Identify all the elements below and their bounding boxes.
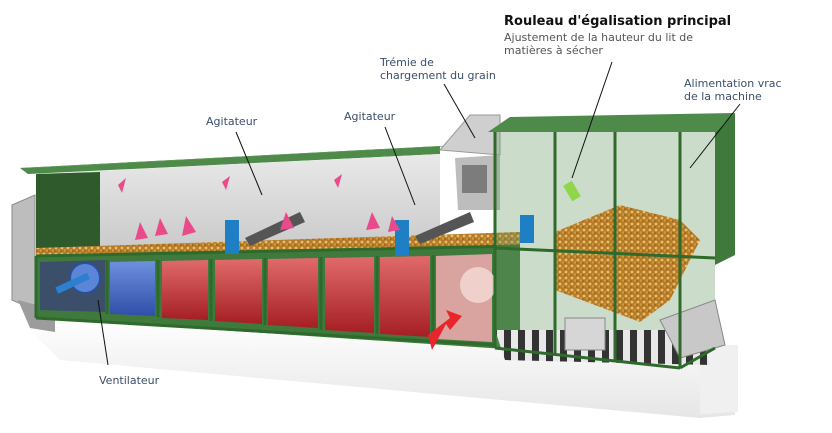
label-bulk-feed-1: Alimentation vrac [684,77,782,90]
label-hopper-1: Trémie de [380,56,434,69]
motor-icon [225,220,239,254]
loading-cabin [488,113,735,370]
motor-icon [520,215,534,243]
label-agitator-1: Agitateur [206,115,258,128]
grain-hopper [438,114,501,210]
label-hopper-2: chargement du grain [380,69,496,82]
label-fan: Ventilateur [99,374,160,387]
label-agitator-2: Agitateur [344,110,396,123]
exhaust-arrow-icon [428,310,462,350]
label-main-roller-title: Rouleau d'égalisation principal [504,14,732,29]
label-main-roller-desc-1: Ajustement de la hauteur du lit de [504,31,694,44]
leader-lines [97,61,741,366]
label-bulk-feed-2: de la machine [684,90,762,103]
air-flow-arrows [118,174,400,240]
dryer-body [20,146,521,350]
label-main-roller-desc-2: matières à sécher [504,44,603,57]
